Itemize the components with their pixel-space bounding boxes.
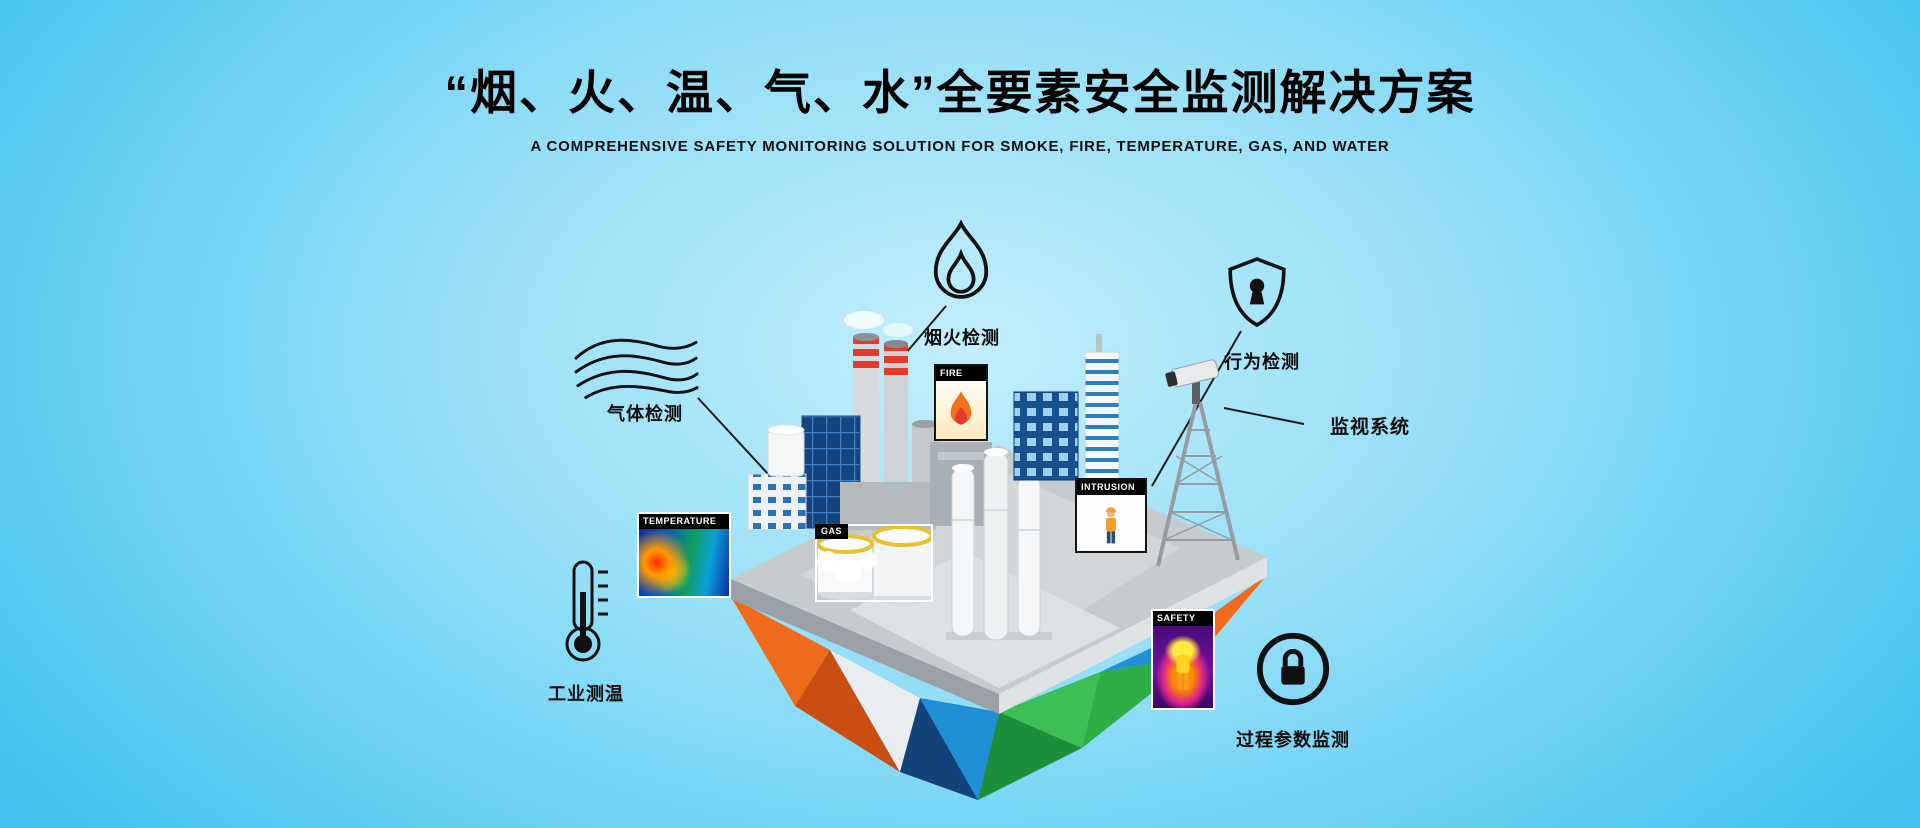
lock-circle-icon — [1254, 630, 1332, 708]
chimneys — [844, 311, 938, 510]
safety-tag-label: SAFETY — [1153, 611, 1213, 626]
fire-flame-image — [936, 381, 986, 439]
intrusion-tagbox: INTRUSION — [1075, 478, 1147, 553]
label-industrial-temperature: 工业测温 — [548, 684, 624, 704]
fire-tagbox: FIRE — [934, 364, 988, 441]
gas-tanks — [816, 525, 934, 605]
label-smoke-fire-detection: 烟火检测 — [924, 328, 1000, 348]
label-surveillance-system: 监视系统 — [1329, 417, 1410, 438]
fire-tag-label: FIRE — [936, 366, 986, 381]
surveillance-tower — [1156, 401, 1240, 567]
intrusion-worker-image — [1077, 495, 1145, 551]
thermal-image-temperature — [639, 529, 729, 596]
gas-waves-icon — [572, 328, 700, 406]
flame-outline-icon — [920, 216, 1002, 312]
thermometer-icon — [558, 554, 614, 668]
label-behavior-detection: 行为检测 — [1224, 352, 1300, 372]
process-columns — [946, 448, 1052, 641]
temperature-tag-label: TEMPERATURE — [639, 514, 729, 529]
page-title: “烟、火、温、气、水”全要素安全监测解决方案 — [444, 66, 1476, 119]
title-block: “烟、火、温、气、水”全要素安全监测解决方案 A COMPREHENSIVE S… — [0, 66, 1920, 155]
right-buildings — [1013, 334, 1120, 491]
safety-tagbox: SAFETY — [1151, 609, 1215, 710]
surveillance-camera-icon — [1165, 359, 1219, 404]
gas-tagbox: GAS — [815, 524, 933, 602]
label-process-parameter-monitoring: 过程参数监测 — [1236, 730, 1350, 750]
gas-tag-label: GAS — [815, 524, 849, 539]
shield-keyhole-icon — [1224, 254, 1290, 330]
thermal-image-safety — [1153, 626, 1213, 708]
mid-buildings — [840, 442, 992, 530]
intrusion-tag-label: INTRUSION — [1077, 480, 1145, 495]
label-gas-detection: 气体检测 — [607, 404, 683, 424]
page-subtitle: A COMPREHENSIVE SAFETY MONITORING SOLUTI… — [530, 138, 1390, 156]
temperature-tagbox: TEMPERATURE — [637, 512, 731, 598]
